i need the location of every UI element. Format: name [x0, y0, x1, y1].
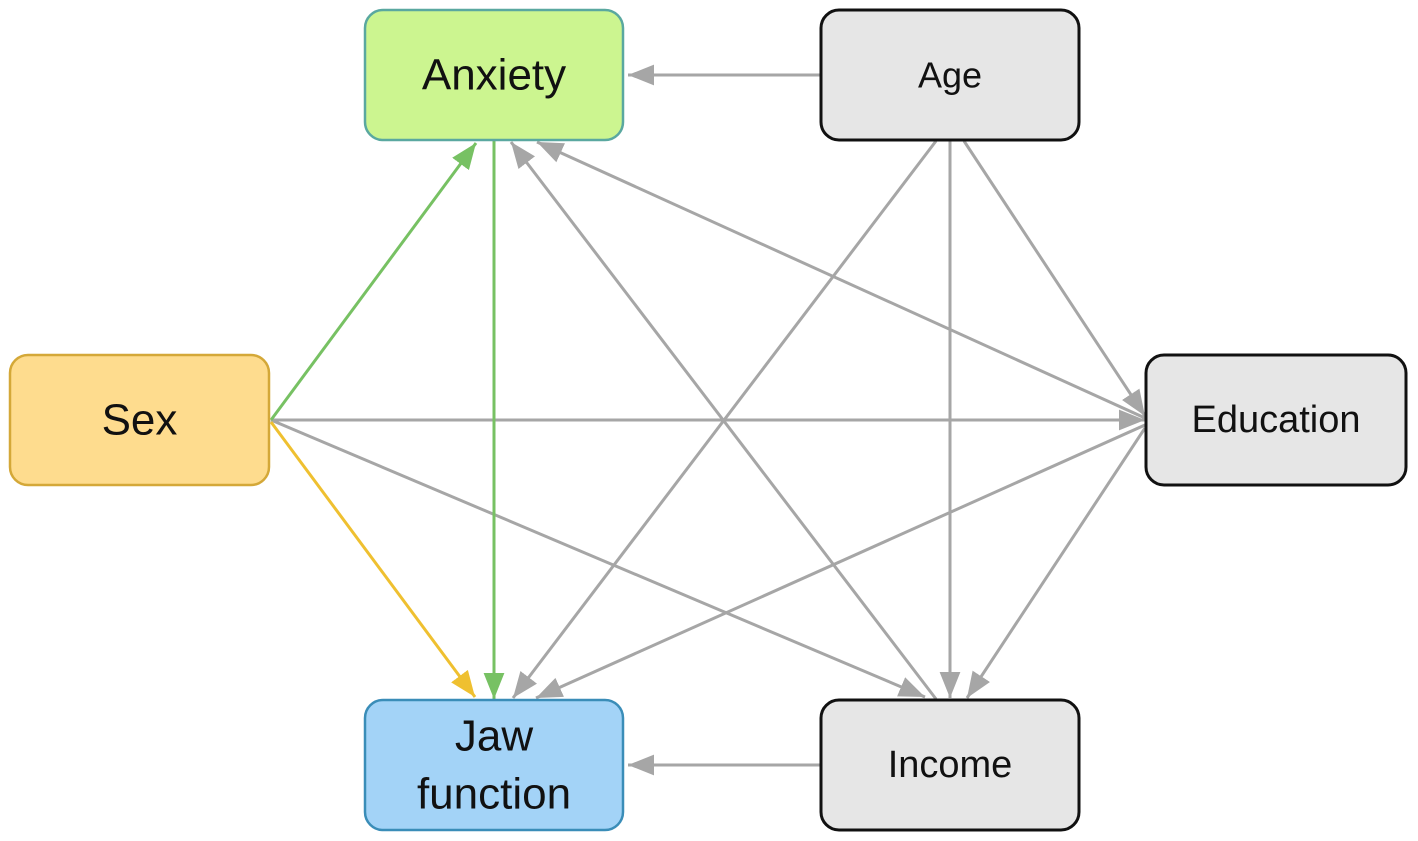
- node-jaw-box: [363, 698, 625, 832]
- node-education-label: Education: [1191, 399, 1360, 441]
- node-age-box: [819, 8, 1081, 142]
- edge-sex-to-income: [270, 418, 926, 699]
- edge-sex-to-anxiety: [269, 142, 478, 421]
- node-age-label: Age: [918, 55, 982, 96]
- node-anxiety-box: [363, 8, 625, 142]
- edge-education-to-anxiety: [536, 140, 1146, 420]
- node-sex-box: [8, 353, 271, 487]
- edges-layer: [269, 64, 1147, 776]
- node-jaw-label: function: [417, 770, 571, 819]
- node-sex: Sex: [8, 353, 271, 487]
- node-anxiety: Anxiety: [363, 8, 625, 142]
- edge-age-to-jaw: [511, 140, 938, 699]
- node-sex-label: Sex: [102, 396, 178, 445]
- edge-education-to-income: [965, 427, 1147, 699]
- node-income-label: Income: [888, 744, 1013, 786]
- edge-sex-to-jaw: [269, 421, 477, 698]
- node-age: Age: [819, 8, 1081, 142]
- node-education-box: [1144, 353, 1408, 487]
- edge-education-to-jaw: [535, 423, 1146, 700]
- edge-age-to-education: [962, 140, 1147, 417]
- node-jaw-label: Jaw: [455, 711, 533, 760]
- node-income: Income: [819, 698, 1081, 832]
- node-education: Education: [1144, 353, 1408, 487]
- node-anxiety-label: Anxiety: [422, 51, 566, 100]
- node-income-box: [819, 698, 1081, 832]
- node-jaw: Jaw function: [363, 698, 625, 832]
